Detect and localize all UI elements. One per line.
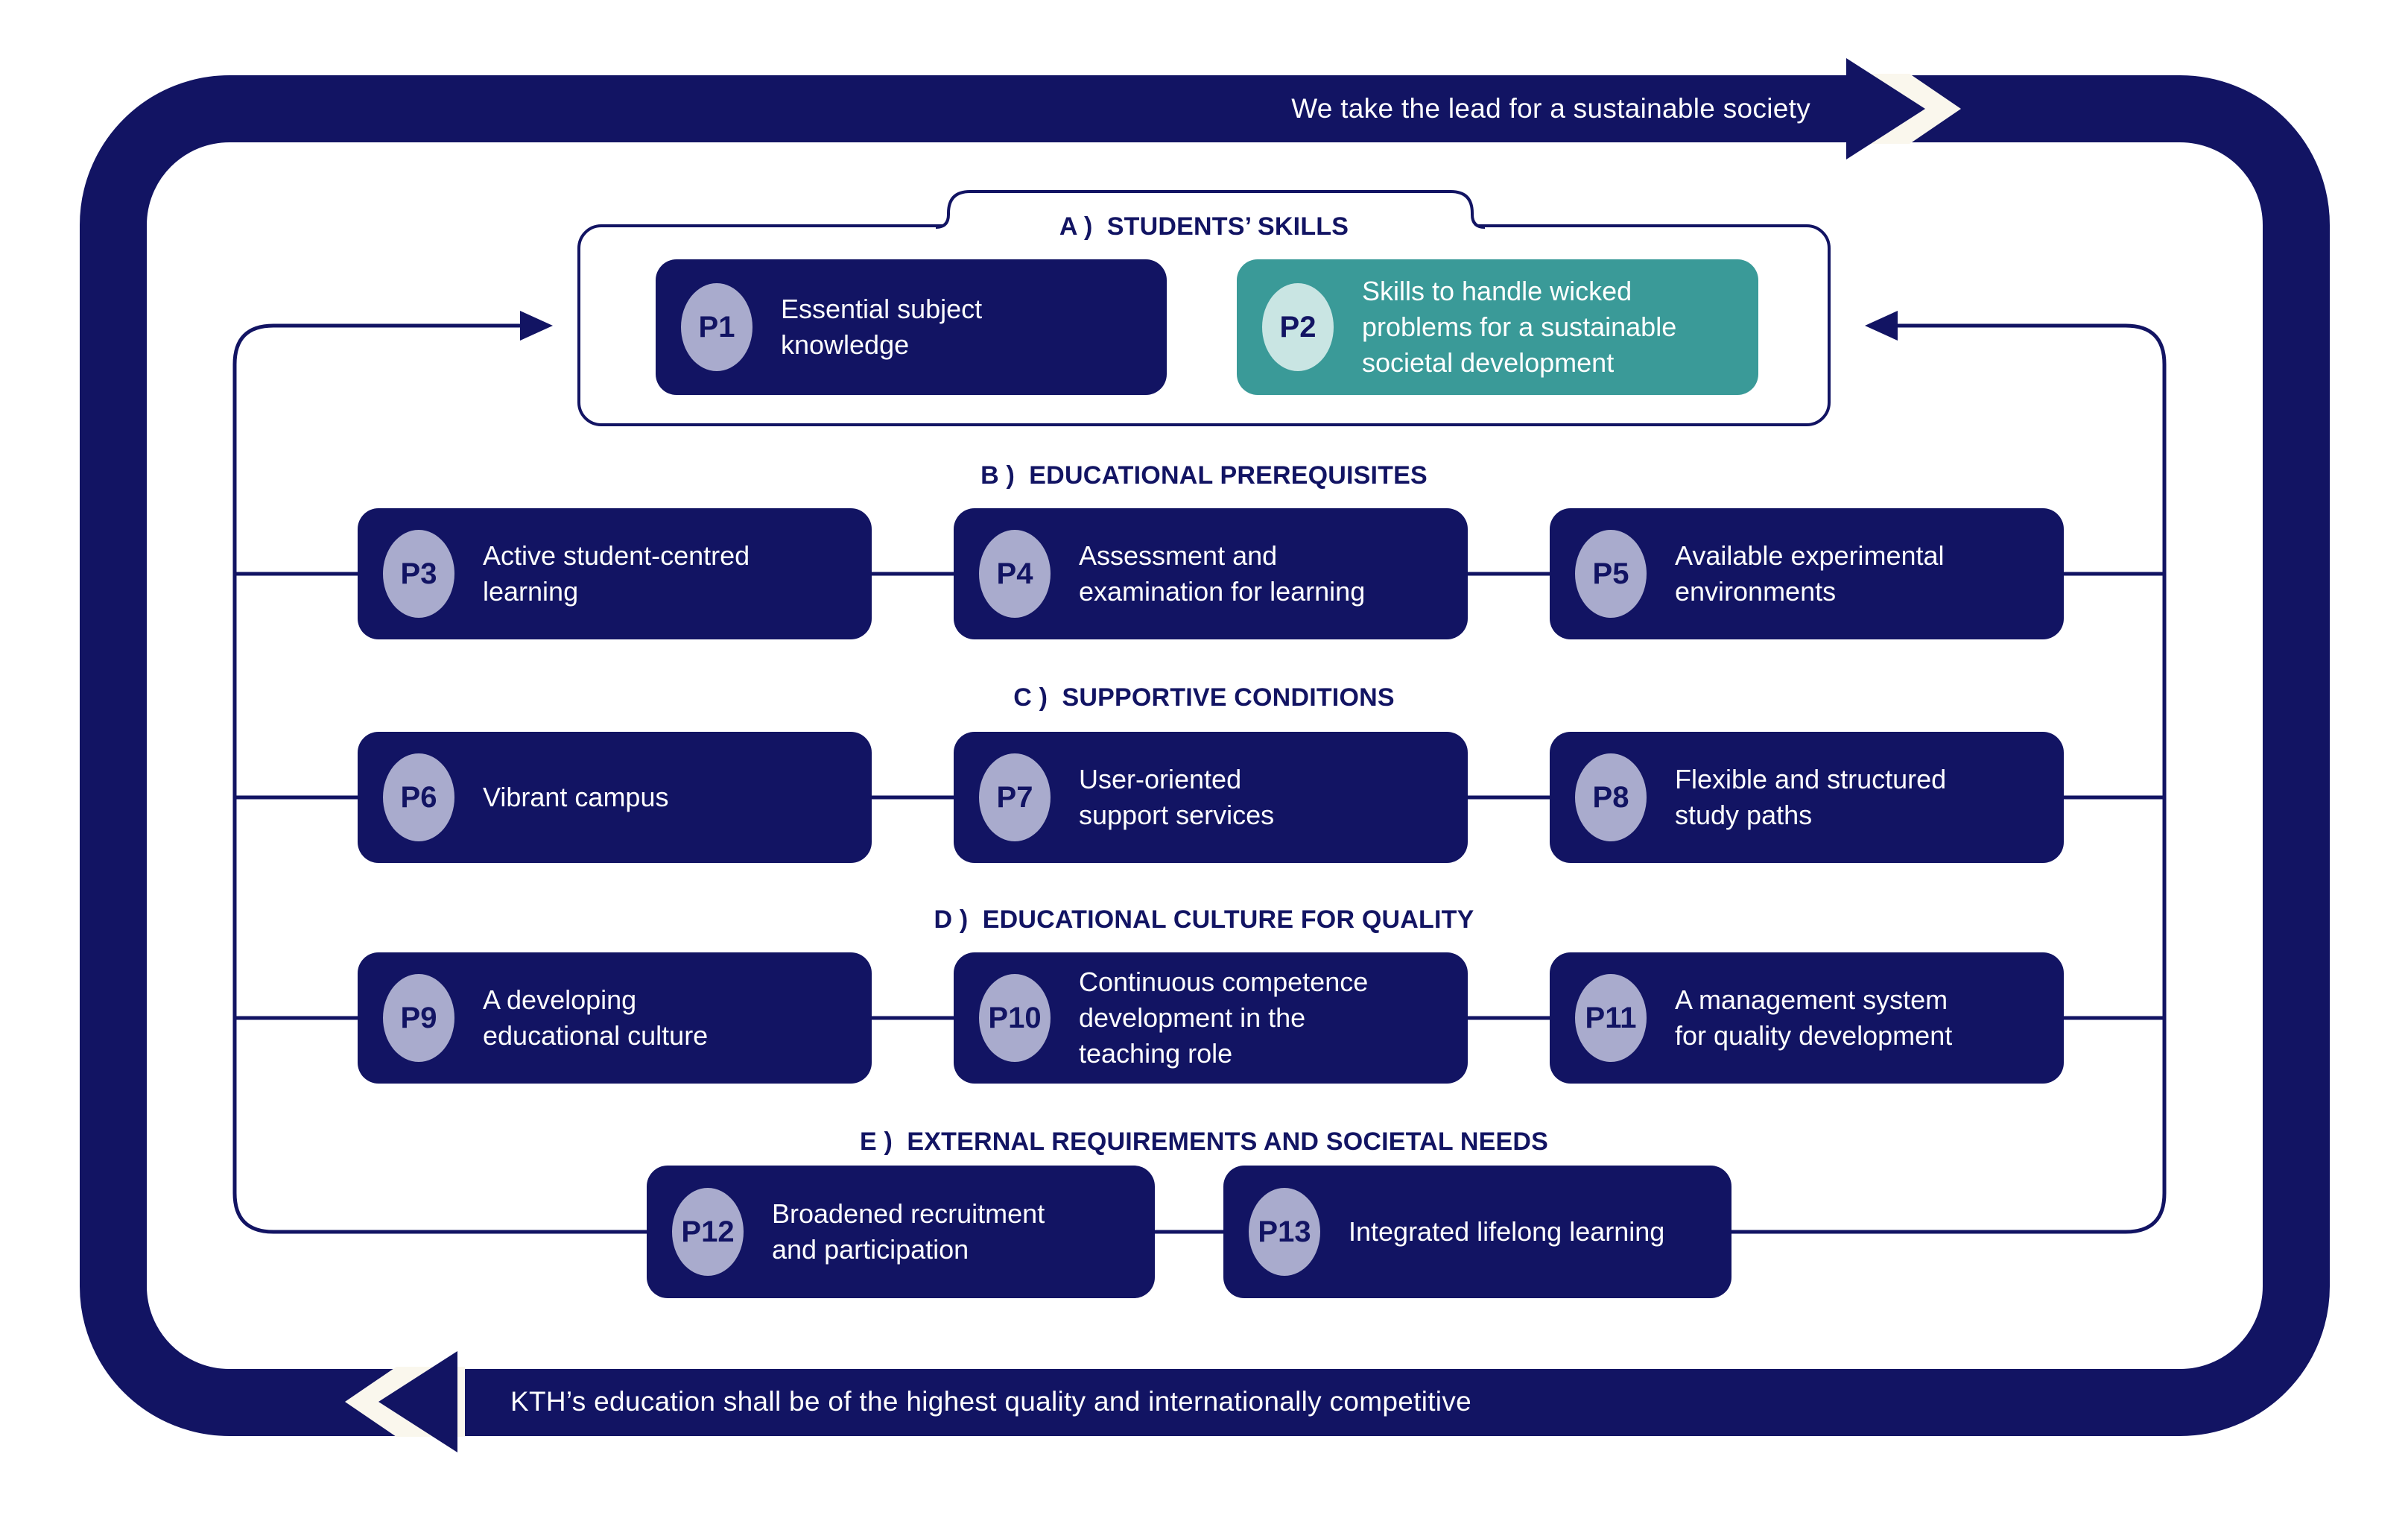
card-p11: P11 A management system for quality deve… [1550, 952, 2064, 1084]
p2-badge: P2 [1262, 283, 1334, 371]
card-p9-text: A developing educational culture [483, 984, 709, 1051]
section-e-header: E ) EXTERNAL REQUIREMENTS AND SOCIETAL N… [860, 1128, 1548, 1156]
section-a-header: A ) STUDENTS’ SKILLS [1059, 212, 1349, 241]
card-p5-text: Available experimental environments [1675, 540, 1945, 607]
top-arrow-label: We take the lead for a sustainable socie… [1291, 93, 1810, 124]
card-p11-text: A management system for quality developm… [1675, 984, 1953, 1051]
card-p2-text: Skills to handle wicked problems for a s… [1362, 276, 1677, 378]
p9-badge: P9 [383, 974, 454, 1062]
card-p13: P13 Integrated lifelong learning [1223, 1166, 1731, 1298]
card-p9: P9 A developing educational culture [358, 952, 872, 1084]
inner-loop-right [1892, 323, 2167, 1234]
card-p6-text: Vibrant campus [483, 782, 669, 812]
card-p8-text: Flexible and structured study paths [1675, 764, 1947, 830]
card-p10-text: Continuous competence development in the… [1079, 967, 1369, 1069]
p13-badge: P13 [1249, 1188, 1320, 1276]
card-p6: P6 Vibrant campus [358, 732, 872, 863]
card-p7: P7 User-oriented support services [954, 732, 1468, 863]
card-p1: P1 Essential subject knowledge [656, 259, 1167, 395]
card-p4: P4 Assessment and examination for learni… [954, 508, 1468, 639]
inward-arrowhead-left-icon [520, 311, 553, 341]
card-p1-text: Essential subject knowledge [781, 294, 983, 360]
card-p4-text: Assessment and examination for learning [1079, 540, 1366, 607]
card-p8: P8 Flexible and structured study paths [1550, 732, 2064, 863]
inward-arrowhead-right-icon [1865, 311, 1898, 341]
bottom-arrow-label: KTH’s education shall be of the highest … [510, 1386, 1471, 1417]
section-d-header: D ) EDUCATIONAL CULTURE FOR QUALITY [934, 905, 1474, 934]
card-p5: P5 Available experimental environments [1550, 508, 2064, 639]
card-p2: P2 Skills to handle wicked problems for … [1237, 259, 1758, 395]
section-a-header-tab [935, 190, 1486, 229]
section-c-header: C ) SUPPORTIVE CONDITIONS [1013, 683, 1395, 712]
card-p12: P12 Broadened recruitment and participat… [647, 1166, 1155, 1298]
card-p12-text: Broadened recruitment and participation [772, 1198, 1045, 1265]
forward-arrowhead-icon [1846, 58, 1925, 159]
card-p7-text: User-oriented support services [1079, 764, 1275, 830]
p5-badge: P5 [1575, 530, 1647, 618]
p11-badge: P11 [1575, 974, 1647, 1062]
card-p3-text: Active student-centred learning [483, 540, 750, 607]
section-b-header: B ) EDUCATIONAL PREREQUISITES [980, 461, 1428, 490]
outer-cycle-loop [80, 75, 2330, 1436]
p3-badge: P3 [383, 530, 454, 618]
back-arrowhead-icon [378, 1351, 457, 1452]
p6-badge: P6 [383, 753, 454, 841]
p8-badge: P8 [1575, 753, 1647, 841]
card-p10: P10 Continuous competence development in… [954, 952, 1468, 1084]
p1-badge: P1 [681, 283, 752, 371]
card-p3: P3 Active student-centred learning [358, 508, 872, 639]
p10-badge: P10 [979, 974, 1051, 1062]
p7-badge: P7 [979, 753, 1051, 841]
p4-badge: P4 [979, 530, 1051, 618]
p12-badge: P12 [672, 1188, 744, 1276]
inner-loop-left [232, 323, 522, 1234]
card-p13-text: Integrated lifelong learning [1349, 1216, 1665, 1247]
